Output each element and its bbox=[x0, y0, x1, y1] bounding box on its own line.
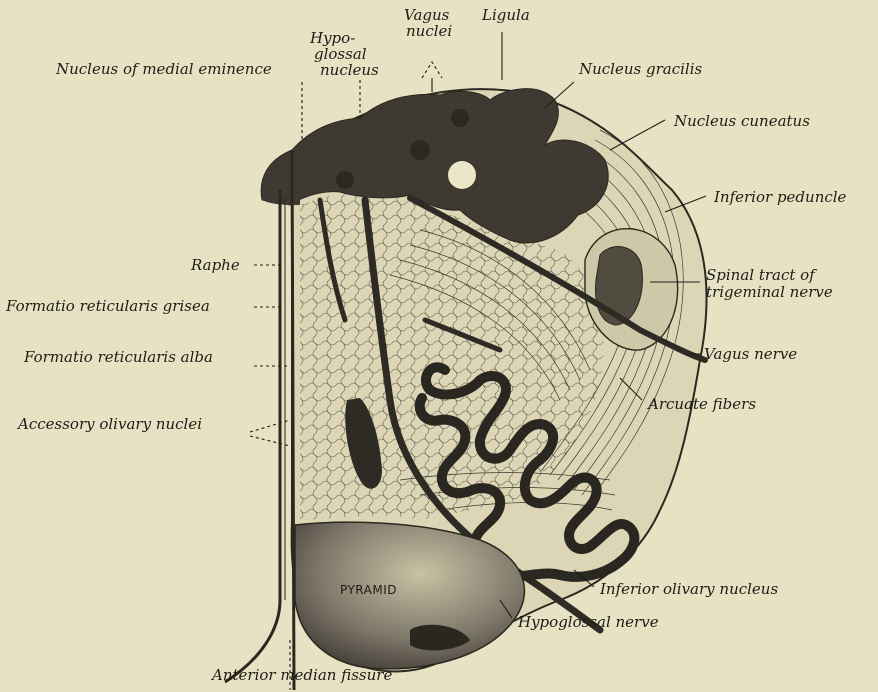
pyramid-label: PYRAMID bbox=[340, 583, 397, 597]
label-accessory-olivary: Accessory olivary nuclei bbox=[16, 415, 202, 433]
label-formatio-alba: Formatio reticularis alba bbox=[23, 348, 213, 366]
raphe-line bbox=[225, 150, 294, 690]
label-nucleus-gracilis: Nucleus gracilis bbox=[578, 60, 702, 78]
label-spinal-tract-1: Spinal tract of bbox=[706, 266, 817, 284]
pyramid-region bbox=[295, 522, 524, 669]
label-inferior-olivary: Inferior olivary nucleus bbox=[599, 580, 778, 598]
label-hypoglossal-nerve: Hypoglossal nerve bbox=[517, 613, 659, 631]
label-arcuate-fibers: Arcuate fibers bbox=[646, 395, 756, 413]
label-vagus-nerve: Vagus nerve bbox=[704, 345, 797, 363]
label-nucleus-cuneatus: Nucleus cuneatus bbox=[673, 112, 810, 130]
label-vagus-nuclei-2: nuclei bbox=[406, 22, 452, 40]
label-inferior-peduncle: Inferior peduncle bbox=[713, 188, 847, 206]
label-anterior-median-fissure: Anterior median fissure bbox=[210, 666, 392, 684]
label-raphe: Raphe bbox=[190, 256, 240, 274]
label-hypoglossal-nucleus-3: nucleus bbox=[320, 61, 379, 79]
label-formatio-grisea: Formatio reticularis grisea bbox=[5, 297, 210, 315]
label-spinal-tract-2: trigeminal nerve bbox=[706, 283, 833, 301]
label-ligula: Ligula bbox=[481, 6, 530, 24]
label-nucleus-medial-eminence: Nucleus of medial eminence bbox=[55, 60, 272, 78]
